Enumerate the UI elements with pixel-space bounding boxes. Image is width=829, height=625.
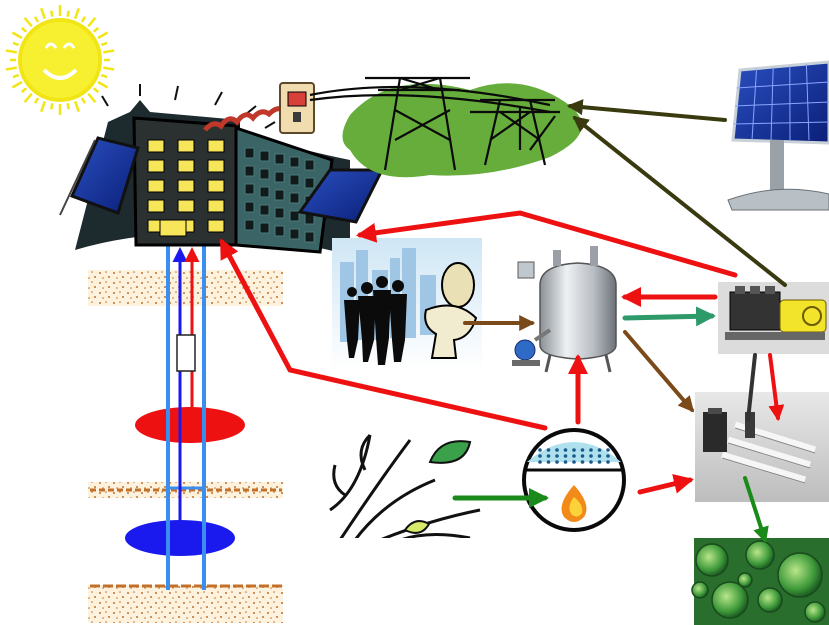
people-toilet-icon — [332, 238, 482, 370]
flow-digester-to-chp — [622, 306, 716, 327]
flow-chp-to-photobioreactor — [768, 353, 785, 422]
sun-icon — [5, 5, 115, 115]
photobioreactor-icon — [695, 392, 829, 502]
power-outlet-icon — [279, 82, 315, 134]
link-chp-to-photobioreactor — [746, 353, 757, 422]
flow-solar-to-grid — [566, 99, 727, 122]
flow-chp-to-people — [356, 210, 738, 278]
biomass-plant-icon — [329, 433, 490, 544]
building-icon — [59, 84, 385, 255]
flow-photobioreactor-to-algae — [743, 476, 769, 544]
flow-chp-to-grid — [572, 116, 787, 287]
digester-tank-icon — [512, 246, 617, 373]
incinerator-icon — [522, 428, 626, 532]
flow-arrows — [219, 99, 787, 544]
thermal-storage-icon — [88, 240, 283, 623]
algae-icon — [691, 538, 829, 625]
flow-incinerator-to-building — [219, 238, 548, 431]
flow-digester-to-photobioreactor — [623, 330, 695, 413]
solar-panel-icon — [727, 60, 829, 211]
chp-engine-icon — [718, 282, 829, 354]
power-grid-icon — [309, 76, 582, 178]
flow-incinerator-to-photobioreactor — [637, 474, 694, 495]
